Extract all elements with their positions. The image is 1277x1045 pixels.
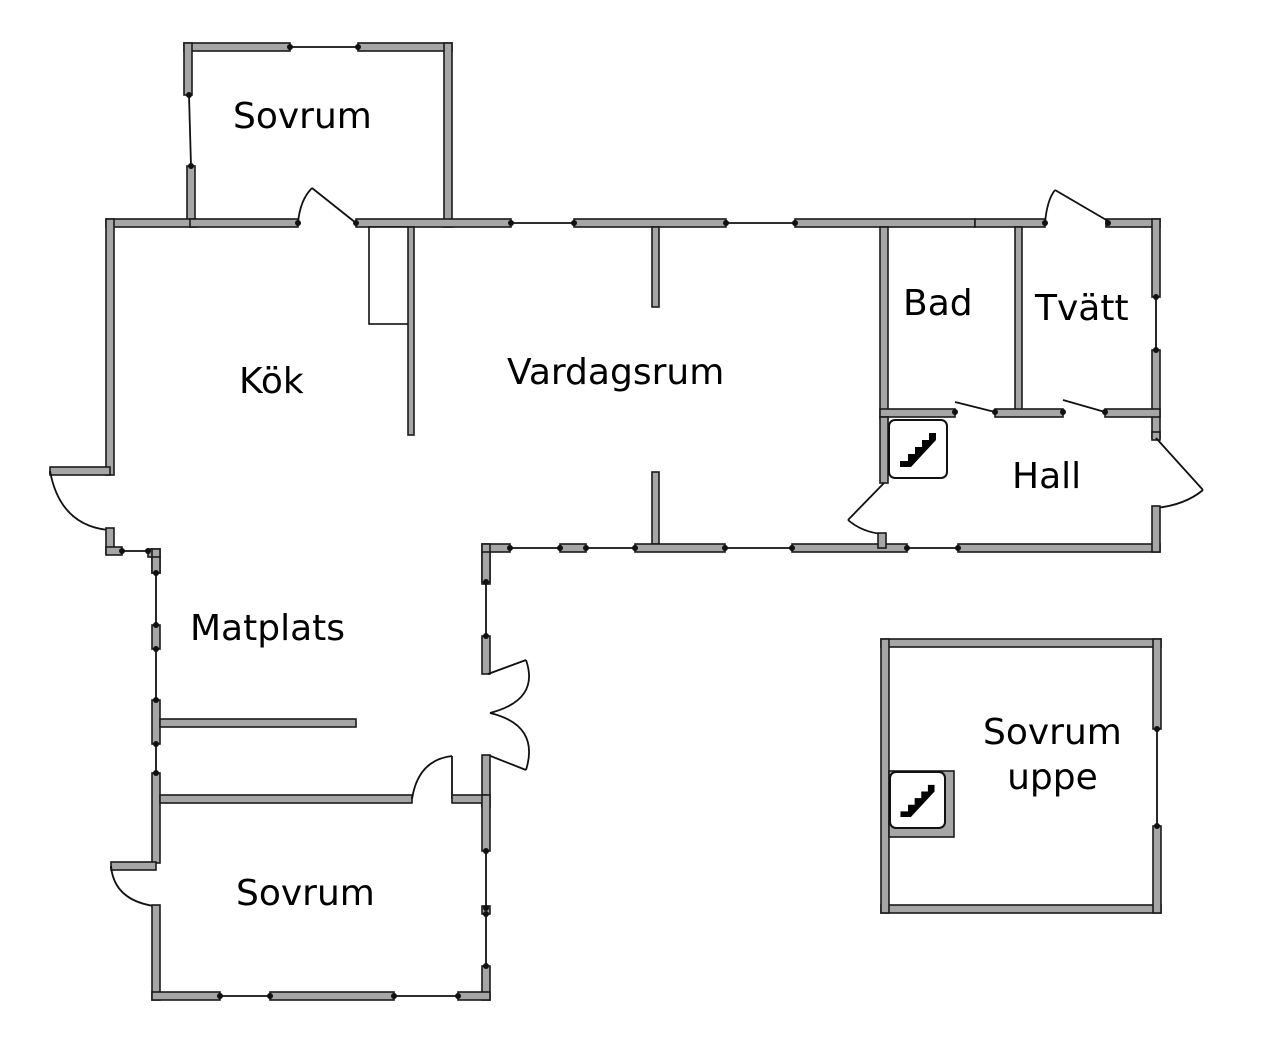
door-hall-east[interactable] [1155,437,1204,491]
door-swing [411,755,453,800]
hall-walls [847,416,1204,553]
door-swing [49,470,109,531]
main-south-wall [481,543,1161,585]
door-swing [489,712,530,771]
kitchen-partition [407,226,415,436]
room-label-sovrum-north: Sovrum [233,96,372,137]
stairs-hall [888,419,948,479]
room-label-sovrum-south: Sovrum [236,873,375,914]
door-sovrum-north[interactable] [311,187,357,224]
matplats-walls [151,551,530,808]
door-tvatt[interactable] [1062,399,1106,413]
stairs-upstairs [889,771,946,829]
room-label-sovrum-uppe-line2: uppe [1007,757,1098,799]
door-bad[interactable] [954,401,996,413]
vardagsrum-stub-north [651,226,660,308]
door-tvatt-exterior[interactable] [1054,189,1109,222]
door-swing [489,659,530,714]
room-label-tvatt: Tvätt [1035,288,1129,329]
door-hall-west[interactable] [847,482,885,521]
room-label-hall: Hall [1012,456,1082,497]
wall-caps [119,44,1160,999]
room-label-vardagsrum: Vardagsrum [507,352,725,393]
bad-tvatt-walls [879,218,1161,439]
matplats-partition [159,718,357,728]
door-swing [110,865,155,907]
room-label-matplats: Matplats [190,608,346,649]
door-swing [847,519,883,535]
stairs-icon [900,433,936,467]
sovrum-south-walls [110,755,491,1001]
room-label-sovrum-uppe: Sovrum uppe [983,712,1122,799]
vardagsrum-stub-south [651,471,660,545]
door-swing [1155,489,1204,509]
door-swing [297,187,313,224]
kok-west-wall [49,218,161,574]
kitchen-cabinet [368,226,410,325]
room-label-kok: Kök [239,361,304,402]
room-label-sovrum-uppe-line1: Sovrum [983,712,1122,753]
main-north-wall [105,187,1161,228]
window [188,94,192,167]
room-label-bad: Bad [903,283,973,324]
door-matplats-east-1[interactable] [487,659,527,675]
door-matplats-east-2[interactable] [487,754,527,771]
stairs-icon [900,784,935,818]
